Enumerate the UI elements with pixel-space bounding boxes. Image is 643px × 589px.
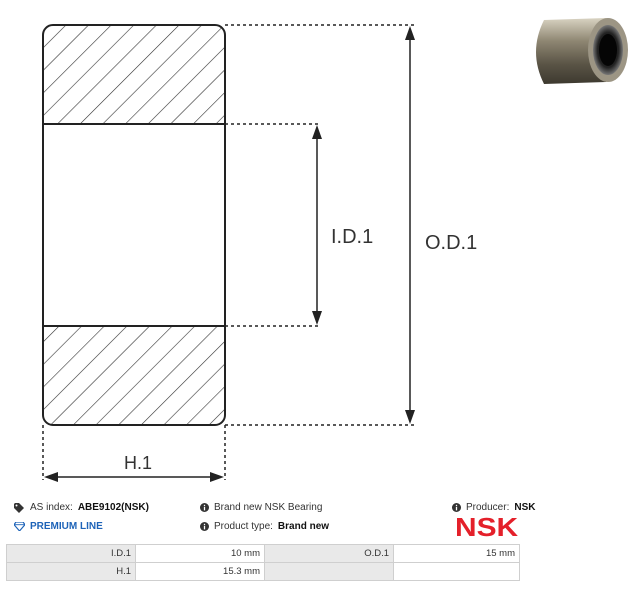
spec-label bbox=[264, 562, 394, 581]
spec-value: 10 mm bbox=[135, 544, 265, 563]
as-index-row: AS index: ABE9102(NSK) bbox=[14, 502, 149, 513]
info-icon bbox=[200, 522, 209, 531]
brand-new-text: Brand new NSK Bearing bbox=[214, 502, 323, 513]
table-row: I.D.1 10 mm O.D.1 15 mm bbox=[6, 544, 520, 563]
spec-table: I.D.1 10 mm O.D.1 15 mm H.1 15.3 mm bbox=[6, 544, 520, 581]
upper-ring-section bbox=[43, 25, 225, 124]
spec-label: I.D.1 bbox=[6, 544, 136, 563]
spec-label: H.1 bbox=[6, 562, 136, 581]
as-index-label: AS index: bbox=[30, 502, 73, 513]
producer-label: Producer: bbox=[466, 502, 510, 513]
brand-new-row: Brand new NSK Bearing bbox=[200, 502, 322, 513]
lower-ring-section bbox=[43, 326, 225, 425]
h-dimension-arrow bbox=[44, 472, 224, 482]
premium-line-row: PREMIUM LINE bbox=[14, 521, 103, 532]
product-type-label: Product type: bbox=[214, 521, 273, 532]
bearing-outline bbox=[42, 24, 226, 426]
id-dimension-label: I.D.1 bbox=[331, 226, 373, 248]
table-row: H.1 15.3 mm bbox=[6, 562, 520, 581]
spec-value: 15.3 mm bbox=[135, 562, 265, 581]
product-type-row: Product type: Brand new bbox=[200, 521, 329, 532]
product-photo bbox=[536, 18, 628, 84]
as-index-value: ABE9102(NSK) bbox=[77, 502, 149, 513]
nsk-logo: NSK bbox=[455, 512, 519, 542]
producer-value: NSK bbox=[514, 502, 536, 513]
product-type-value: Brand new bbox=[277, 521, 330, 532]
info-icon bbox=[452, 503, 461, 512]
info-icon bbox=[200, 503, 209, 512]
spec-value: 15 mm bbox=[393, 544, 520, 563]
producer-row: Producer: NSK bbox=[452, 502, 535, 513]
od-dimension-label: O.D.1 bbox=[425, 232, 477, 254]
spec-value bbox=[393, 562, 520, 581]
id-dimension-arrow bbox=[312, 125, 322, 325]
premium-line-label: PREMIUM LINE bbox=[30, 521, 103, 532]
spec-label: O.D.1 bbox=[264, 544, 394, 563]
h-dimension-label: H.1 bbox=[124, 453, 152, 473]
tags-icon bbox=[14, 502, 24, 513]
diamond-icon bbox=[14, 522, 25, 531]
od-dimension-arrow bbox=[405, 26, 415, 424]
bearing-cross-section-drawing: I.D.1 O.D.1 H.1 bbox=[42, 24, 477, 482]
